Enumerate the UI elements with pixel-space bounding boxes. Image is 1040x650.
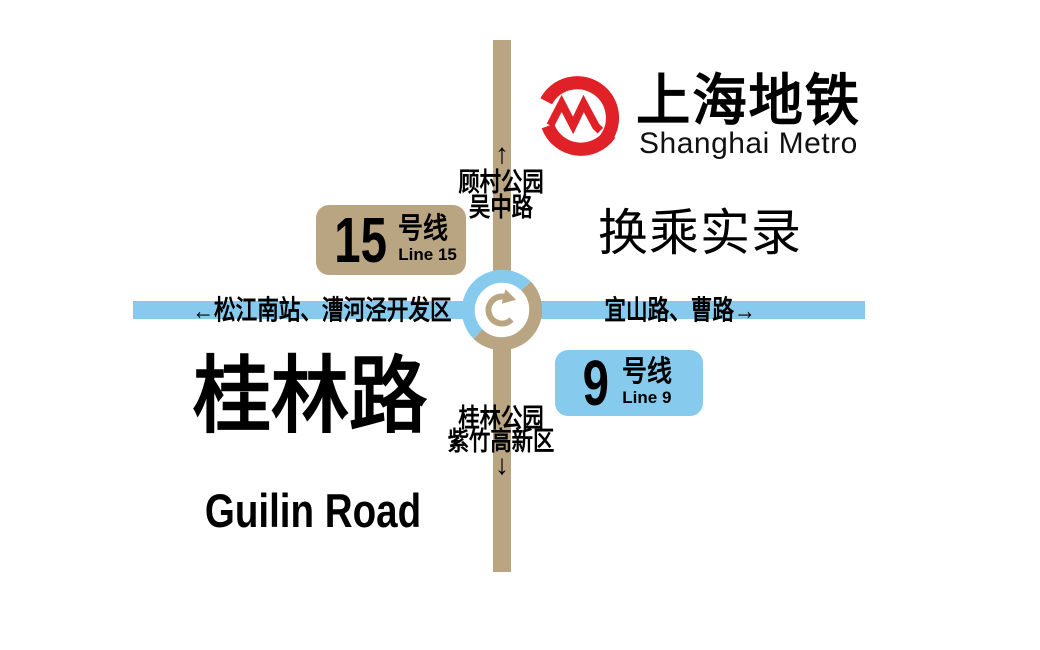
line9-badge: 9 号线 Line 9 <box>555 350 703 416</box>
west-direction-label: ←松江南站、漕河泾开发区 <box>192 295 452 326</box>
line15-badge: 15 号线 Line 15 <box>316 205 466 275</box>
line9-english: Line 9 <box>622 388 672 408</box>
line15-suffix: 号线 <box>398 213 449 246</box>
transfer-icon <box>461 269 543 351</box>
line15-number: 15 <box>334 204 388 276</box>
station-name-cn: 桂林路 <box>192 349 428 443</box>
series-title: 换乘实录 <box>598 205 802 261</box>
station-name-en: Guilin Road <box>204 484 422 537</box>
shanghai-metro-logo-icon <box>540 76 620 156</box>
line9-suffix: 号线 <box>622 356 673 389</box>
south-arrow-icon: ↓ <box>495 449 509 480</box>
line15-english: Line 15 <box>398 245 457 265</box>
south-station-2: 紫竹高新区 <box>447 426 555 456</box>
north-arrow-icon: ↑ <box>495 138 509 169</box>
north-station-2: 吴中路 <box>469 192 533 222</box>
line9-number: 9 <box>582 347 609 419</box>
north-station-1: 顾村公园 <box>458 167 544 197</box>
south-station-1: 桂林公园 <box>458 403 544 433</box>
east-direction-label: 宜山路、曹路→ <box>604 295 756 326</box>
brand-name-en: Shanghai Metro <box>639 127 858 160</box>
brand-name-cn: 上海地铁 <box>636 69 862 132</box>
